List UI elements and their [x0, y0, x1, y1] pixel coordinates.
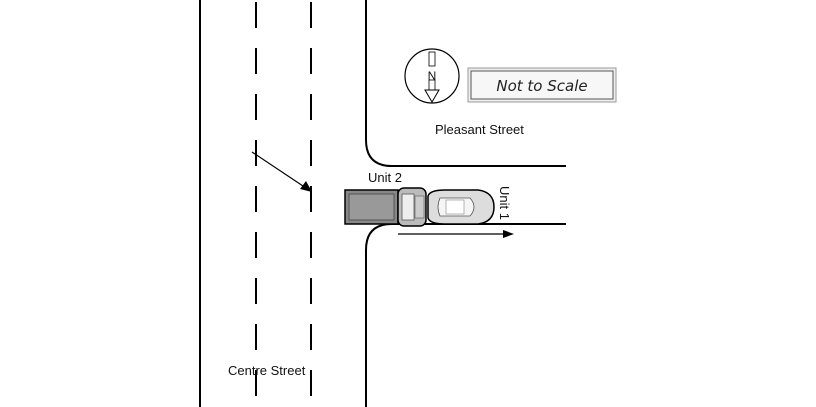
unit1-path-arrow — [398, 230, 514, 238]
north-arrow-icon: N — [404, 48, 460, 104]
scale-note-text: Not to Scale — [496, 77, 587, 95]
unit2-path-arrow — [251, 151, 312, 192]
centre-street-east-edge-south — [365, 223, 566, 407]
unit2-label: Unit 2 — [368, 170, 402, 185]
scale-note-box: Not to Scale — [467, 67, 617, 103]
unit1-label: Unit 1 — [497, 186, 512, 220]
unit2-truck — [344, 187, 427, 227]
pleasant-street-label: Pleasant Street — [435, 122, 524, 137]
unit1-car — [427, 189, 495, 225]
north-letter: N — [428, 69, 437, 83]
centre-street-east-edge-north — [365, 0, 566, 167]
centre-street-label: Centre Street — [228, 363, 306, 378]
